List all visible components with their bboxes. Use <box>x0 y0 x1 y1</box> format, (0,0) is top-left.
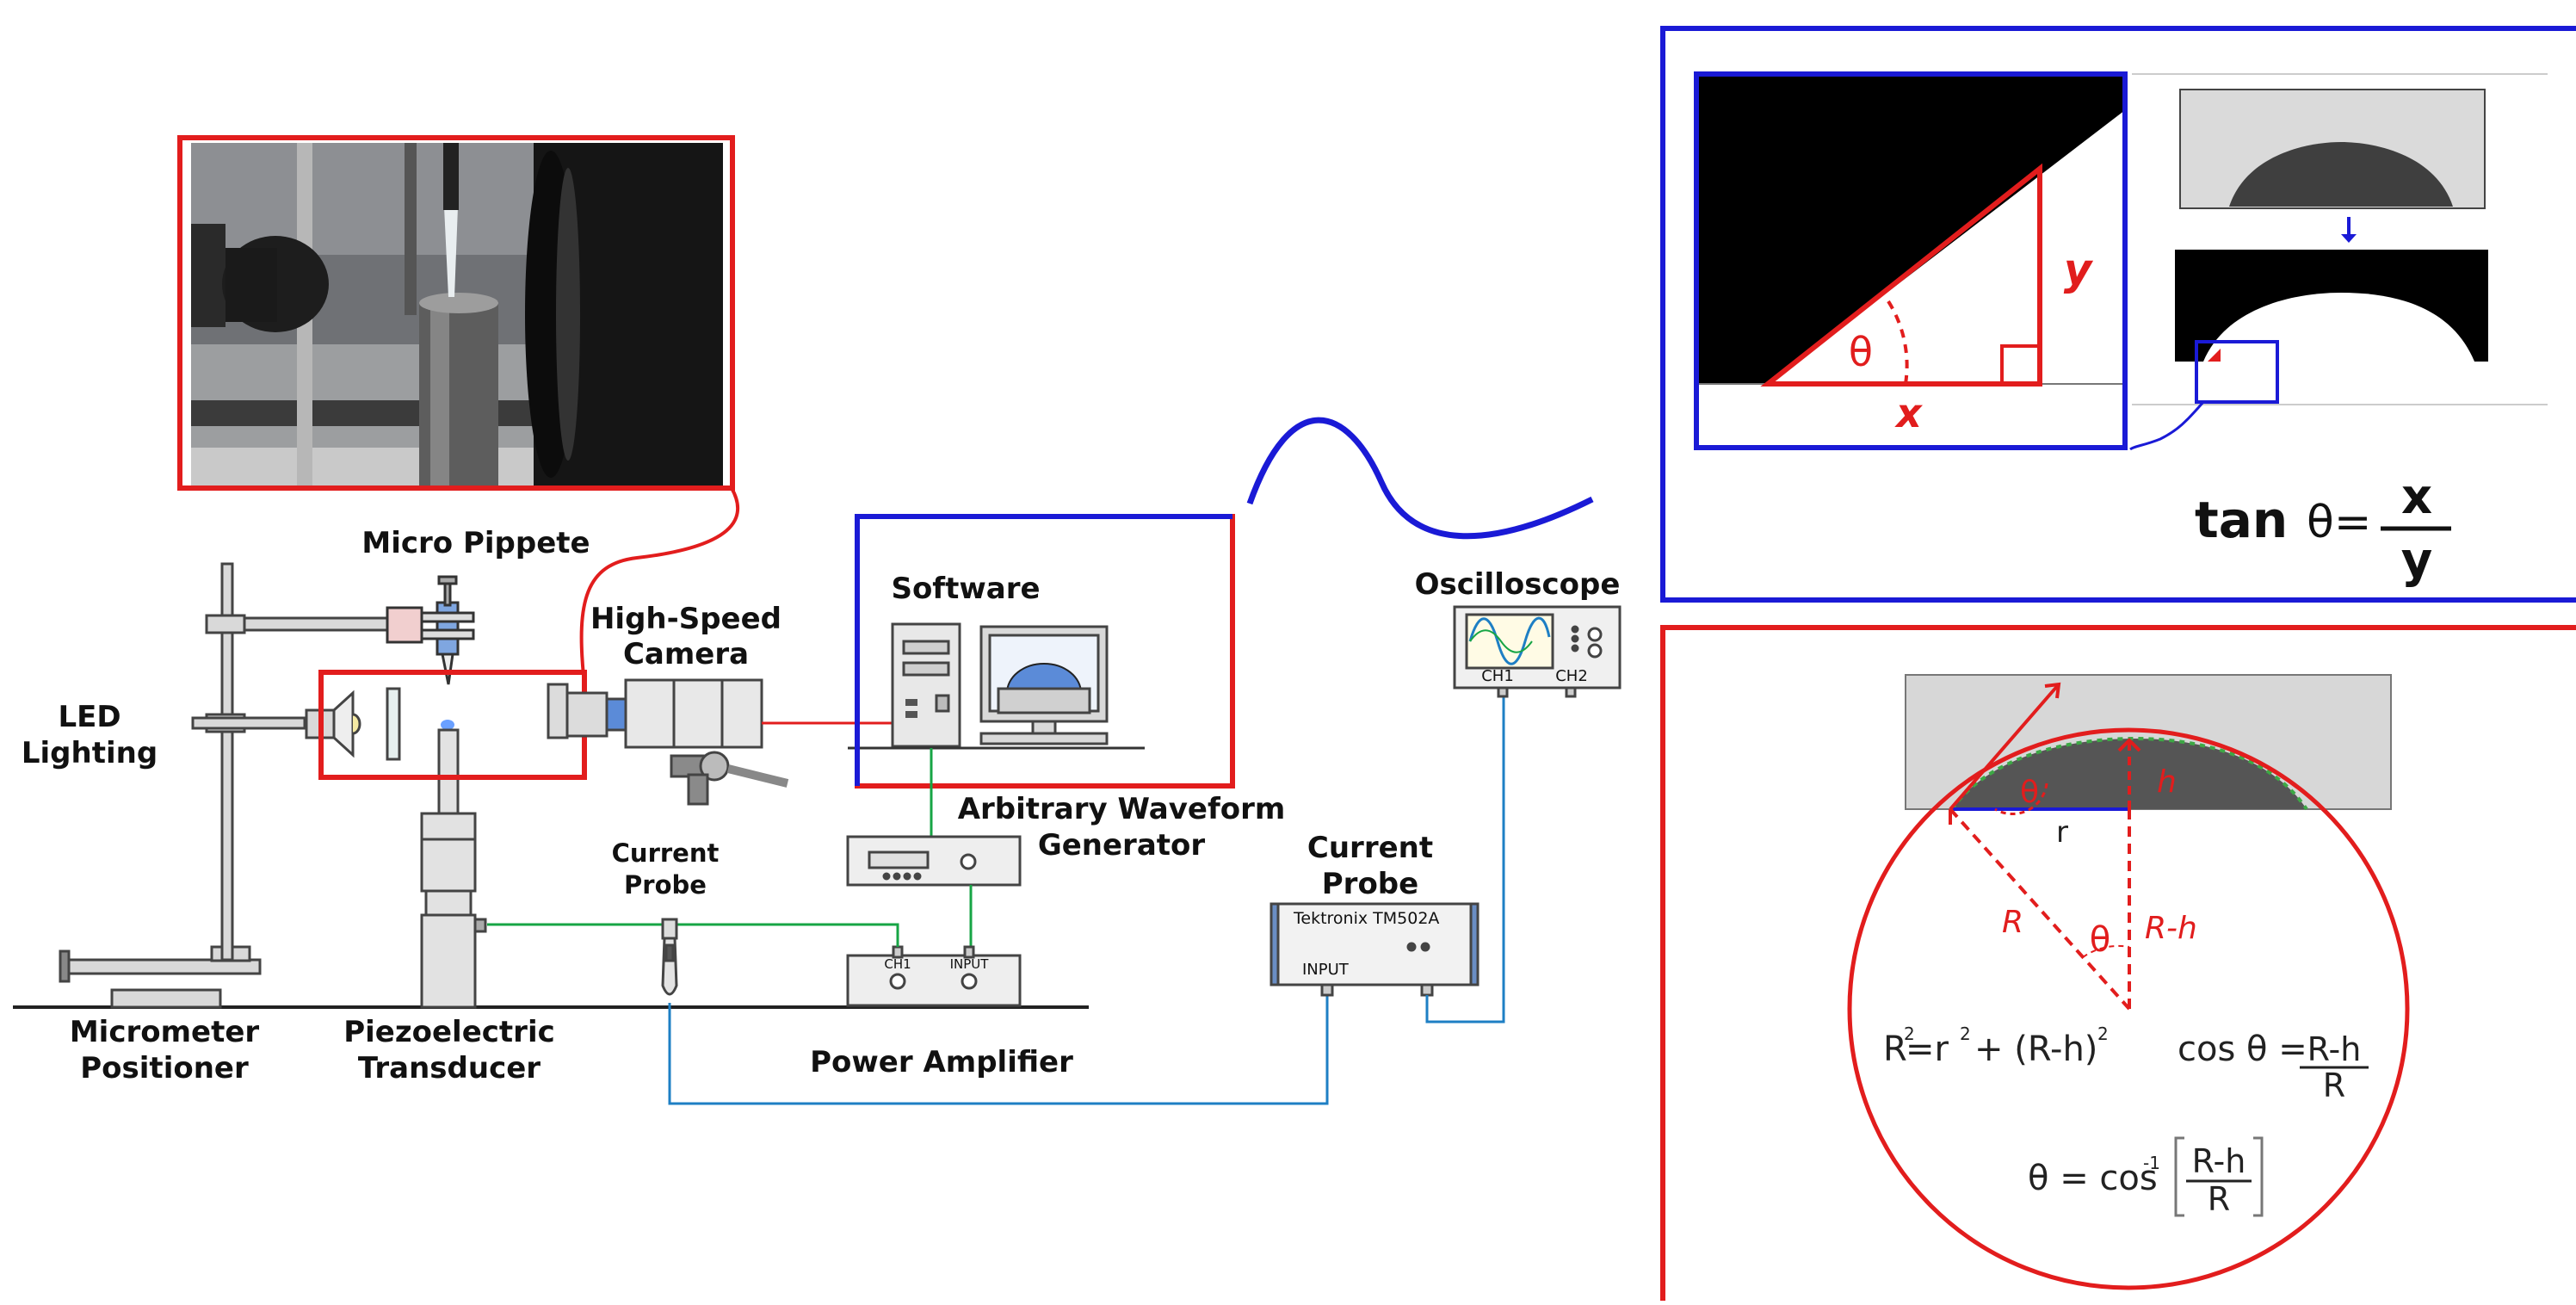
circle-theta-top: θ <box>2020 775 2039 810</box>
software-computer <box>848 622 1145 750</box>
circle-droplet-image <box>1905 674 2392 811</box>
circle-R: R <box>2002 905 2023 940</box>
tangent-zoom-frame <box>1694 71 2128 450</box>
cos-num: R-h <box>2307 1030 2362 1068</box>
tangent-panel-frame <box>1660 26 2576 603</box>
label-scope-ch2: CH2 <box>1555 667 1588 685</box>
eq1-sup-c: 2 <box>2097 1024 2109 1044</box>
label-current-probe-2: Probe <box>1322 867 1418 901</box>
cos-den: R <box>2323 1067 2345 1104</box>
software-frame-blue <box>855 514 1232 786</box>
label-tektronix-input: INPUT <box>1302 961 1350 979</box>
eq1-sup-b: 2 <box>1960 1024 1971 1044</box>
label-power-amplifier: Power Amplifier <box>810 1045 1073 1079</box>
eq1-sup-a: 2 <box>1904 1024 1915 1044</box>
label-generator: Generator <box>1038 828 1206 863</box>
piezoelectric-transducer <box>420 720 487 1009</box>
circle-geometry <box>1949 682 2141 1011</box>
eq1-r: =r <box>1906 1030 1949 1069</box>
formula-tan: tan <box>2195 491 2288 549</box>
photo-frame <box>177 135 735 491</box>
photo-connector <box>579 487 739 677</box>
cos-left: cos θ = <box>2178 1030 2307 1069</box>
circle-panel-frame <box>1660 625 2576 1301</box>
label-led: LED <box>58 700 120 734</box>
tangent-zoom <box>1696 74 2125 448</box>
software-connector <box>1246 417 1594 540</box>
label-amp-ch1: CH1 <box>884 956 911 972</box>
micrometer-positioner <box>59 562 392 1009</box>
tektronix-scope-cable <box>1425 691 1505 1024</box>
label-tektronix: Tektronix TM502A <box>1293 909 1439 928</box>
label-micrometer: Micrometer <box>70 1015 260 1049</box>
tangent-theta: θ <box>1849 329 1873 375</box>
fitted-circle <box>1847 727 2410 1290</box>
label-positioner: Positioner <box>80 1051 249 1085</box>
amp-transducer-cable <box>487 923 899 947</box>
label-arbitrary-waveform: Arbitrary Waveform <box>958 792 1286 826</box>
label-oscilloscope: Oscilloscope <box>1415 567 1621 602</box>
micro-pipette <box>386 575 475 685</box>
droplet-thumbnails <box>2129 73 2548 451</box>
equation-pythagoras: R 2 =r 2 + (R-h) 2 <box>1883 1024 2109 1069</box>
label-high-speed: High-Speed <box>590 602 781 636</box>
circle-theta-mid: θ <box>2090 920 2110 960</box>
inv-den: R <box>2208 1180 2230 1218</box>
label-transducer: Transducer <box>358 1051 541 1085</box>
label-current-probe-small-1: Current <box>612 838 720 868</box>
current-probe-clamp <box>661 918 678 996</box>
probe-tektronix-cable <box>668 986 1329 1105</box>
eq1-R: R <box>1883 1030 1907 1069</box>
label-piezoelectric: Piezoelectric <box>343 1015 555 1049</box>
formula-numerator: x <box>2401 469 2432 525</box>
label-software: Software <box>891 572 1040 606</box>
formula-theta: θ= <box>2307 497 2371 548</box>
arbitrary-waveform-generator <box>846 835 1022 887</box>
tangent-y: y <box>2064 244 2094 294</box>
equation-cosine: cos θ = R-h R <box>2178 1030 2369 1104</box>
setup-photo <box>191 143 723 486</box>
circle-h: h <box>2157 764 2177 800</box>
oscilloscope <box>1453 605 1622 698</box>
power-amplifier <box>846 945 1022 1007</box>
inv-left: θ = cos <box>2028 1159 2158 1198</box>
label-camera: Camera <box>623 637 749 671</box>
label-current-probe-1: Current <box>1307 831 1433 865</box>
eq1-rest: + (R-h) <box>1974 1030 2097 1069</box>
label-amp-input: INPUT <box>950 956 990 972</box>
formula-denominator: y <box>2401 533 2433 589</box>
equation-inverse-cosine: θ = cos -1 R-h R <box>2028 1136 2264 1218</box>
label-scope-ch1: CH1 <box>1481 667 1514 685</box>
inv-num: R-h <box>2192 1142 2246 1180</box>
inv-sup: -1 <box>2143 1153 2160 1173</box>
label-lighting: Lighting <box>22 736 158 770</box>
tangent-x: x <box>1894 390 1923 436</box>
label-current-probe-small-2: Probe <box>624 870 707 900</box>
high-speed-camera <box>547 678 789 806</box>
label-micro-pipette: Micro Pippete <box>361 526 590 560</box>
circle-R-minus-h: R-h <box>2145 911 2197 946</box>
circle-r: r <box>2056 815 2068 850</box>
